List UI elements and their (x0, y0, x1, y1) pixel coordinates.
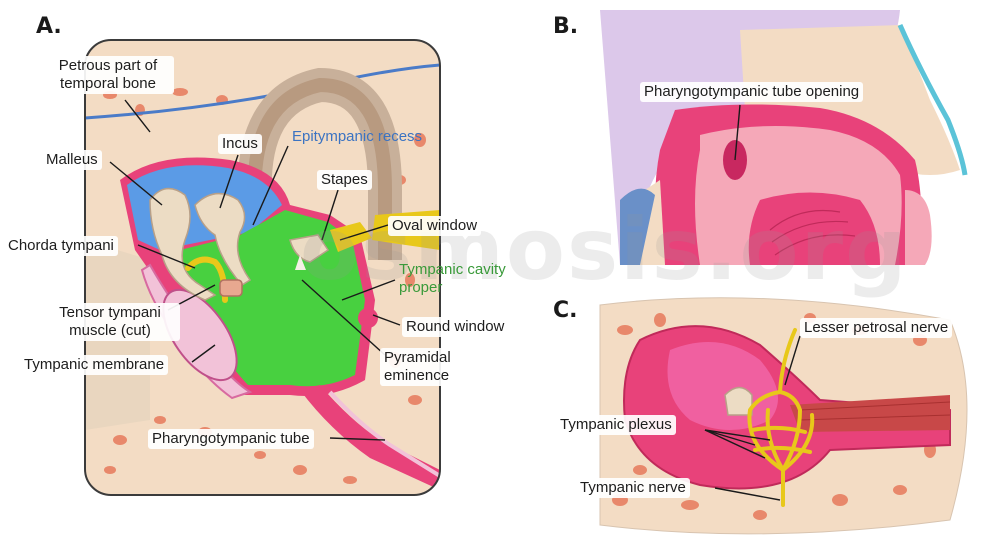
label-tympanic-nerve: Tympanic nerve (576, 478, 690, 498)
label-incus: Incus (218, 134, 262, 154)
watermark: osmosis.org (300, 200, 909, 300)
label-pyramidal-eminence: Pyramidal eminence (380, 348, 470, 386)
label-stapes: Stapes (317, 170, 372, 190)
panel-letter-a: A. (36, 14, 62, 39)
label-pharyngotympanic-tube: Pharyngotympanic tube (148, 429, 314, 449)
panel-letter-c: C. (553, 298, 578, 323)
label-tensor-tympani: Tensor tympani muscle (cut) (40, 303, 180, 341)
label-oval-window: Oval window (388, 216, 482, 236)
label-tympanic-membrane: Tympanic membrane (20, 355, 169, 375)
label-tube-opening: Pharyngotympanic tube opening (640, 82, 864, 102)
label-tympanic-cavity-proper: Tympanic cavity proper (399, 261, 506, 296)
label-tympanic-plexus: Tympanic plexus (556, 415, 676, 435)
label-epitympanic-recess: Epitympanic recess (292, 128, 423, 145)
label-petrous-bone: Petrous part of temporal bone (42, 56, 174, 94)
label-lesser-petrosal-nerve: Lesser petrosal nerve (800, 318, 953, 338)
label-chorda-tympani: Chorda tympani (4, 236, 118, 256)
label-malleus: Malleus (42, 150, 102, 170)
panel-letter-b: B. (553, 14, 579, 39)
label-round-window: Round window (402, 317, 509, 337)
